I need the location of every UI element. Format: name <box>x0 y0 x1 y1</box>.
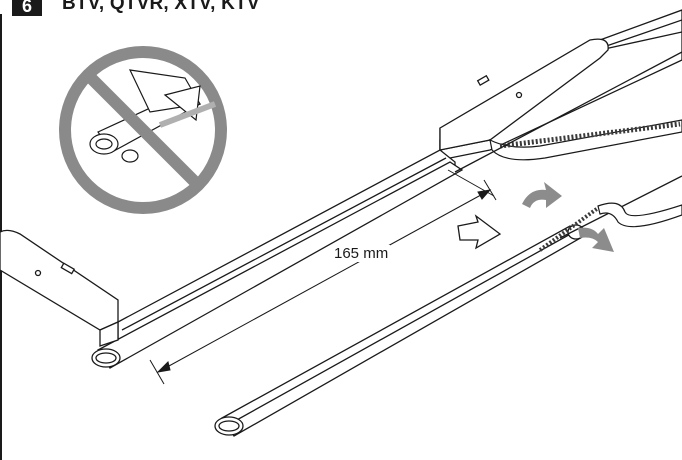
dimension-label: 165 mm <box>332 245 391 262</box>
dimension-line <box>149 169 497 385</box>
left-end-cap <box>0 229 119 347</box>
model-list-title: BTV, QTVR, XTV, KTV <box>62 0 260 14</box>
slide-direction-arrow-icon <box>457 214 502 250</box>
no-cut-rail-icon <box>59 46 227 214</box>
rotate-right-arrow-icon <box>578 227 614 252</box>
step-number-badge: 6 <box>12 0 42 16</box>
main-rail-end-tube <box>91 161 464 369</box>
rotate-up-arrow-icon <box>522 182 562 208</box>
